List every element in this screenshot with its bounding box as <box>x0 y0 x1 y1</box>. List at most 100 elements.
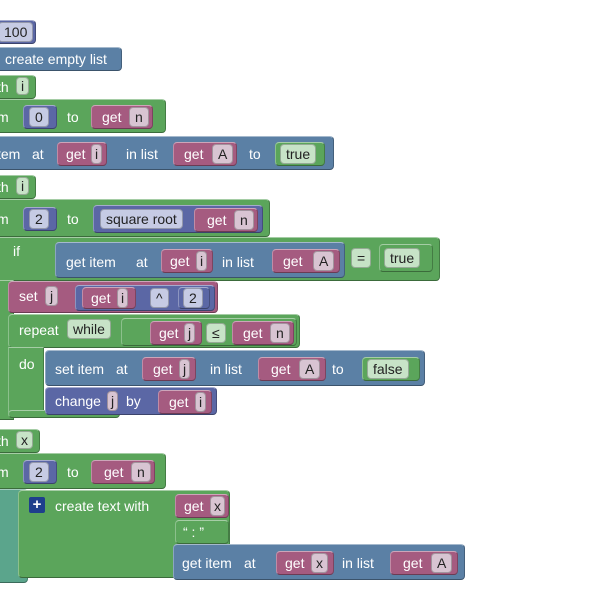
repeat-mode-dropdown[interactable]: while <box>67 319 111 339</box>
get-x-block[interactable]: get x <box>175 494 229 518</box>
get-j-block[interactable]: get j <box>142 357 196 381</box>
get-i-block[interactable]: get i <box>158 390 212 414</box>
get-n-block[interactable]: get n <box>194 208 258 232</box>
for-loop-i-header[interactable]: th i <box>0 75 36 99</box>
create-empty-list-label: create empty list <box>5 51 107 67</box>
to-label: to <box>67 464 79 480</box>
variable-n[interactable]: n <box>270 323 290 343</box>
set-item-A-false-block[interactable]: set item at get j in list get A to false <box>45 350 425 386</box>
get-label: get <box>271 361 291 377</box>
get-A-block[interactable]: get A <box>173 142 237 166</box>
get-item-label: get item <box>66 254 116 270</box>
get-i-block[interactable]: get i <box>57 142 107 166</box>
get-label: get <box>170 253 190 269</box>
variable-i[interactable]: i <box>91 144 103 164</box>
change-j-block[interactable]: change j by get i <box>45 387 217 415</box>
variable-A[interactable]: A <box>313 251 335 271</box>
power-operator-dropdown[interactable]: ^ <box>150 288 169 308</box>
variable-j[interactable]: j <box>179 359 191 379</box>
variable-A[interactable]: A <box>299 359 321 379</box>
number-block-0[interactable]: 0 <box>23 105 57 129</box>
with-label: th <box>0 179 9 195</box>
loop-variable-i[interactable]: i <box>16 77 30 95</box>
get-A-block[interactable]: get A <box>272 249 340 273</box>
if-label: if <box>13 243 20 259</box>
mutator-plus-icon[interactable]: + <box>29 497 45 513</box>
get-i-block[interactable]: get i <box>161 249 213 273</box>
get-label: get <box>169 394 189 410</box>
number-field[interactable]: 0 <box>29 107 49 127</box>
boolean-true-block[interactable]: true <box>275 142 325 166</box>
create-empty-list-block[interactable]: create empty list <box>0 47 122 71</box>
boolean-field[interactable]: true <box>280 144 317 164</box>
get-label: get <box>153 361 173 377</box>
number-block-2[interactable]: 2 <box>23 460 57 484</box>
variable-A[interactable]: A <box>212 144 234 164</box>
with-label: th <box>0 433 9 449</box>
boolean-false-block[interactable]: false <box>362 357 420 381</box>
get-x-block[interactable]: get x <box>276 551 334 575</box>
from-label: m <box>0 464 9 480</box>
set-item-label: set item <box>55 361 105 377</box>
get-A-block[interactable]: get A <box>258 357 326 381</box>
loop-variable-x[interactable]: x <box>16 431 33 449</box>
for-loop-x-range[interactable]: m 2 to get n <box>0 453 166 489</box>
variable-j[interactable]: j <box>184 323 196 343</box>
do-label: do <box>19 356 35 372</box>
number-block-100[interactable]: 100 <box>0 20 36 44</box>
create-text-with-label: create text with <box>55 498 150 514</box>
variable-n[interactable]: n <box>234 210 254 230</box>
variable-x[interactable]: x <box>210 496 225 516</box>
get-n-block[interactable]: get n <box>232 321 294 345</box>
text-literal-value[interactable]: “ : ” <box>183 524 204 540</box>
compare-block[interactable]: get j ≤ get n <box>121 318 297 346</box>
boolean-field[interactable]: true <box>384 248 421 268</box>
get-label: get <box>159 325 179 341</box>
number-field[interactable]: 2 <box>29 209 49 229</box>
from-label: m <box>0 109 9 125</box>
get-A-block[interactable]: get A <box>390 551 458 575</box>
number-field[interactable]: 2 <box>29 462 49 482</box>
less-equal-operator-dropdown[interactable]: ≤ <box>206 323 226 343</box>
get-n-block[interactable]: get n <box>91 105 153 129</box>
if-block[interactable]: if get item at get i in list get A = tru… <box>0 237 440 281</box>
loop-variable-i[interactable]: i <box>16 177 30 195</box>
number-block-2[interactable]: 2 <box>23 207 57 231</box>
variable-i[interactable]: i <box>196 251 208 271</box>
variable-A[interactable]: A <box>431 553 453 573</box>
get-i-block[interactable]: get i <box>82 287 136 309</box>
for-loop-i-range[interactable]: m 0 to get n <box>0 99 166 133</box>
number-field[interactable]: 100 <box>0 22 34 42</box>
variable-x[interactable]: x <box>311 553 328 573</box>
variable-n[interactable]: n <box>131 462 151 482</box>
repeat-while-block[interactable]: repeat while get j ≤ get n <box>8 314 300 348</box>
at-label: at <box>32 146 44 162</box>
get-item-A-block[interactable]: get item at get i in list get A <box>55 242 345 278</box>
set-item-A-true-block[interactable]: tem at get i in list get A to true <box>0 136 334 170</box>
in-list-label: in list <box>210 361 242 377</box>
variable-j[interactable]: j <box>45 286 59 306</box>
boolean-true-block[interactable]: true <box>379 244 433 272</box>
for-loop-i2-header[interactable]: th i <box>0 175 36 199</box>
number-block-2[interactable]: 2 <box>178 287 210 309</box>
math-function-dropdown[interactable]: square root <box>100 209 183 229</box>
get-label: get <box>184 146 204 162</box>
get-item-x-block[interactable]: get item at get x in list get A <box>173 544 465 580</box>
for-loop-i2-range[interactable]: m 2 to square root get n <box>0 199 270 237</box>
variable-n[interactable]: n <box>129 107 149 127</box>
variable-j[interactable]: j <box>107 391 119 411</box>
get-n-block[interactable]: get n <box>91 460 155 484</box>
get-j-block[interactable]: get j <box>150 321 202 345</box>
equals-operator-dropdown[interactable]: = <box>351 248 372 268</box>
get-label: get <box>66 146 86 162</box>
get-item-label: get item <box>182 555 232 571</box>
square-root-block[interactable]: square root get n <box>93 205 263 233</box>
boolean-field[interactable]: false <box>367 359 409 379</box>
for-loop-x-header[interactable]: th x <box>0 429 40 453</box>
variable-i[interactable]: i <box>117 288 129 308</box>
power-block[interactable]: get i ^ 2 <box>75 285 215 311</box>
variable-i[interactable]: i <box>195 392 207 412</box>
text-literal-block[interactable]: “ : ” <box>175 520 229 544</box>
number-field[interactable]: 2 <box>183 288 203 308</box>
set-j-block[interactable]: set j get i ^ 2 <box>8 281 218 313</box>
